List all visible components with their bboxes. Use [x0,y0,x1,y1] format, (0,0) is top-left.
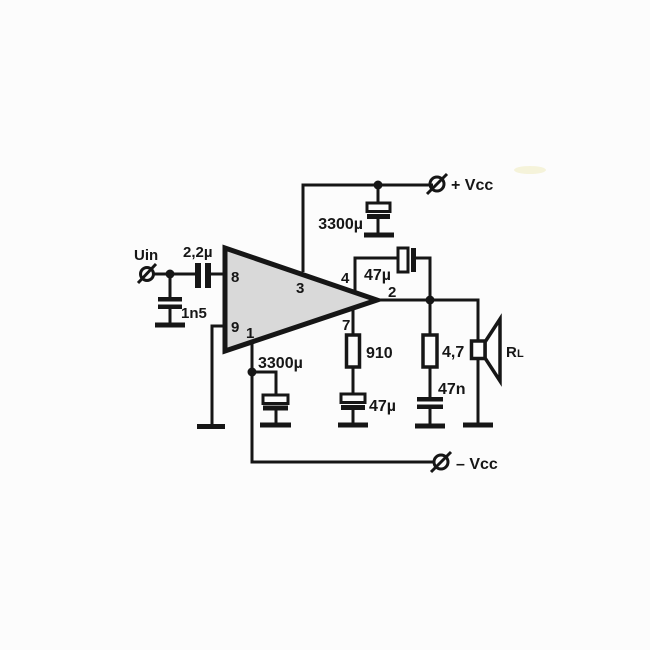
cap-output-label: 47n [438,381,466,398]
scan-artifact [514,166,546,174]
wire-output [377,298,480,423]
pin-4-label: 4 [341,270,350,287]
junction-vcc-top [373,180,383,190]
load-label-sub: L [517,348,524,360]
speaker-icon [469,313,502,387]
terminal-vcc-plus-icon [425,172,449,196]
opamp-triangle [222,244,385,355]
ground-1n5 [155,322,185,328]
resistor-910-symbol [344,333,362,369]
terminal-input-icon [136,262,158,285]
ground-pin9 [197,424,225,429]
wire-cap-supply-bottom [252,370,278,423]
cap-feedback-symbol [396,246,416,274]
junction-dots [165,180,435,377]
ground-speaker [463,422,493,428]
ground-cap-supply-top [364,232,394,238]
cap-pin7-symbol [339,392,367,410]
cap-supply-bottom-symbol [261,393,290,411]
junction-input [165,269,175,279]
resistor-910-label: 910 [366,345,393,362]
cap-input-label: 2,2µ [183,244,213,261]
pin-7-label: 7 [342,317,350,334]
wires [153,183,480,464]
input-label: Uin [134,247,158,264]
ground-cap-supply-bottom [260,422,291,428]
pin-3-label: 3 [296,280,304,297]
cap-pin7-label: 47µ [369,398,396,415]
cap-output-symbol [417,397,443,409]
pin-8-label: 8 [231,269,239,286]
cap-supply-top-symbol [365,201,392,219]
ground-cap-pin7 [338,422,368,428]
cap-input-symbol [195,263,211,288]
pin-1-label: 1 [246,325,254,342]
resistor-4-7-label: 4,7 [442,344,464,361]
junction-pin1 [247,367,257,377]
cap-input-filter-label: 1n5 [181,305,207,322]
cap-input-filter-symbol [158,297,182,309]
terminal-vcc-minus-icon [429,450,453,474]
cap-supply-top-label: 3300µ [318,216,363,233]
wire-feedback [353,256,432,300]
load-label: R [506,344,517,361]
pin-2-label: 2 [388,284,396,301]
vcc-plus-label: + Vcc [451,177,493,194]
cap-supply-bottom-label: 3300µ [258,355,303,372]
cap-feedback-label: 47µ [364,267,391,284]
resistor-4-7-symbol [421,333,439,369]
ground-cap-output [415,423,445,429]
pin-9-label: 9 [231,319,239,336]
junction-output [425,295,435,305]
wire-vcc-plus-rail [301,183,433,272]
ground-symbols [155,232,493,429]
vcc-minus-label: – Vcc [456,456,498,473]
wire-vcc-minus-rail [250,341,434,464]
wire-pin9-ground [210,324,223,424]
